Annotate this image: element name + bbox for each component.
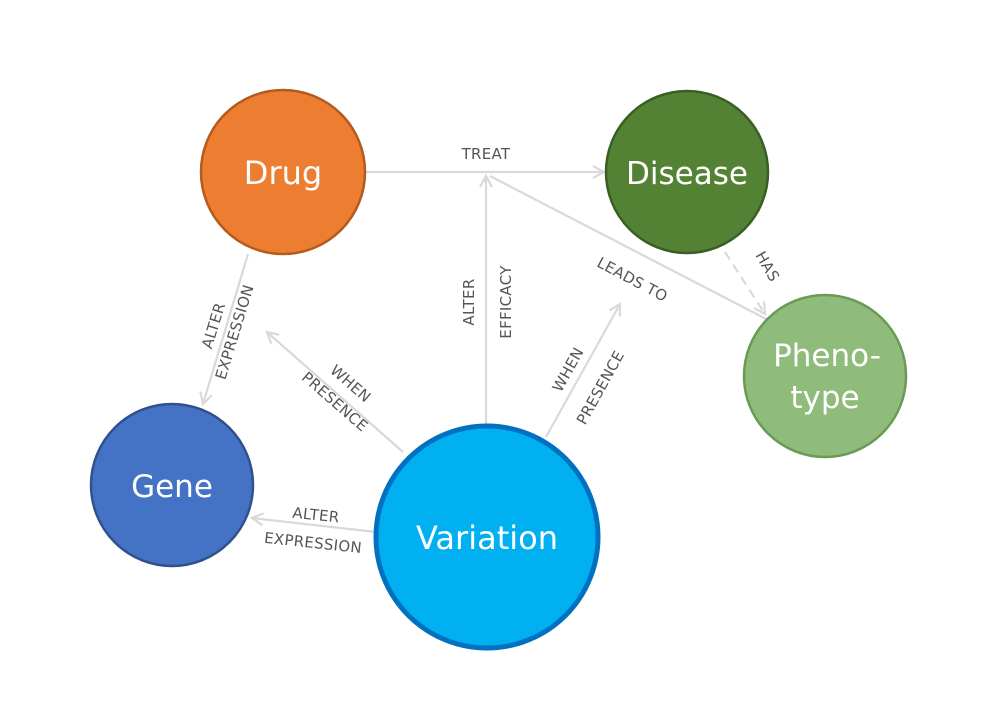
nodes: Drug Disease Gene Pheno- type Variation (89, 88, 908, 651)
edge-label-has: HAS (752, 248, 784, 285)
edge-label-drug-gene: ALTER EXPRESSION (198, 282, 257, 381)
edge-label-variation-leads-line1: WHEN (549, 344, 588, 395)
edge-drug-alter-expression-gene (203, 253, 250, 404)
node-phenotype-label-line1: Pheno- (773, 338, 881, 374)
edge-label-variation-drug: WHEN PRESENCE (298, 361, 374, 435)
node-variation-circle (373, 423, 601, 651)
node-gene: Gene (89, 402, 255, 568)
edge-label-variation-gene-line2: EXPRESSION (263, 529, 363, 557)
node-gene-circle (89, 402, 255, 568)
edges (203, 172, 769, 534)
edge-label-variation-leads: WHEN PRESENCE (549, 344, 629, 427)
node-disease-circle (604, 89, 770, 255)
edge-label-variation-gene-line1: ALTER (292, 504, 341, 527)
node-phenotype-label-line2: type (790, 380, 859, 416)
node-drug: Drug (199, 88, 367, 256)
node-variation: Variation (373, 423, 601, 651)
node-gene-label: Gene (131, 469, 213, 505)
edge-variation-when-presence-left (267, 332, 404, 453)
edge-label-alter-efficacy: ALTER EFFICACY (460, 265, 515, 339)
edge-label-alter-efficacy-line1: ALTER (460, 278, 478, 325)
node-phenotype-circle (742, 293, 908, 459)
edge-variation-alter-expression-gene (252, 518, 377, 534)
edge-treat-leads-to-phenotype (489, 175, 769, 321)
node-disease-label: Disease (626, 156, 748, 192)
edge-variation-when-presence-right (545, 304, 620, 438)
edge-label-leads-to: LEADS TO (594, 253, 671, 305)
node-drug-circle (199, 88, 367, 256)
node-disease: Disease (604, 89, 770, 255)
edge-label-treat: TREAT (461, 145, 511, 163)
edge-label-alter-efficacy-line2: EFFICACY (497, 265, 515, 339)
edge-disease-has-phenotype (724, 251, 765, 314)
node-phenotype: Pheno- type (742, 293, 908, 459)
node-variation-label: Variation (416, 519, 558, 557)
node-drug-label: Drug (244, 154, 322, 192)
